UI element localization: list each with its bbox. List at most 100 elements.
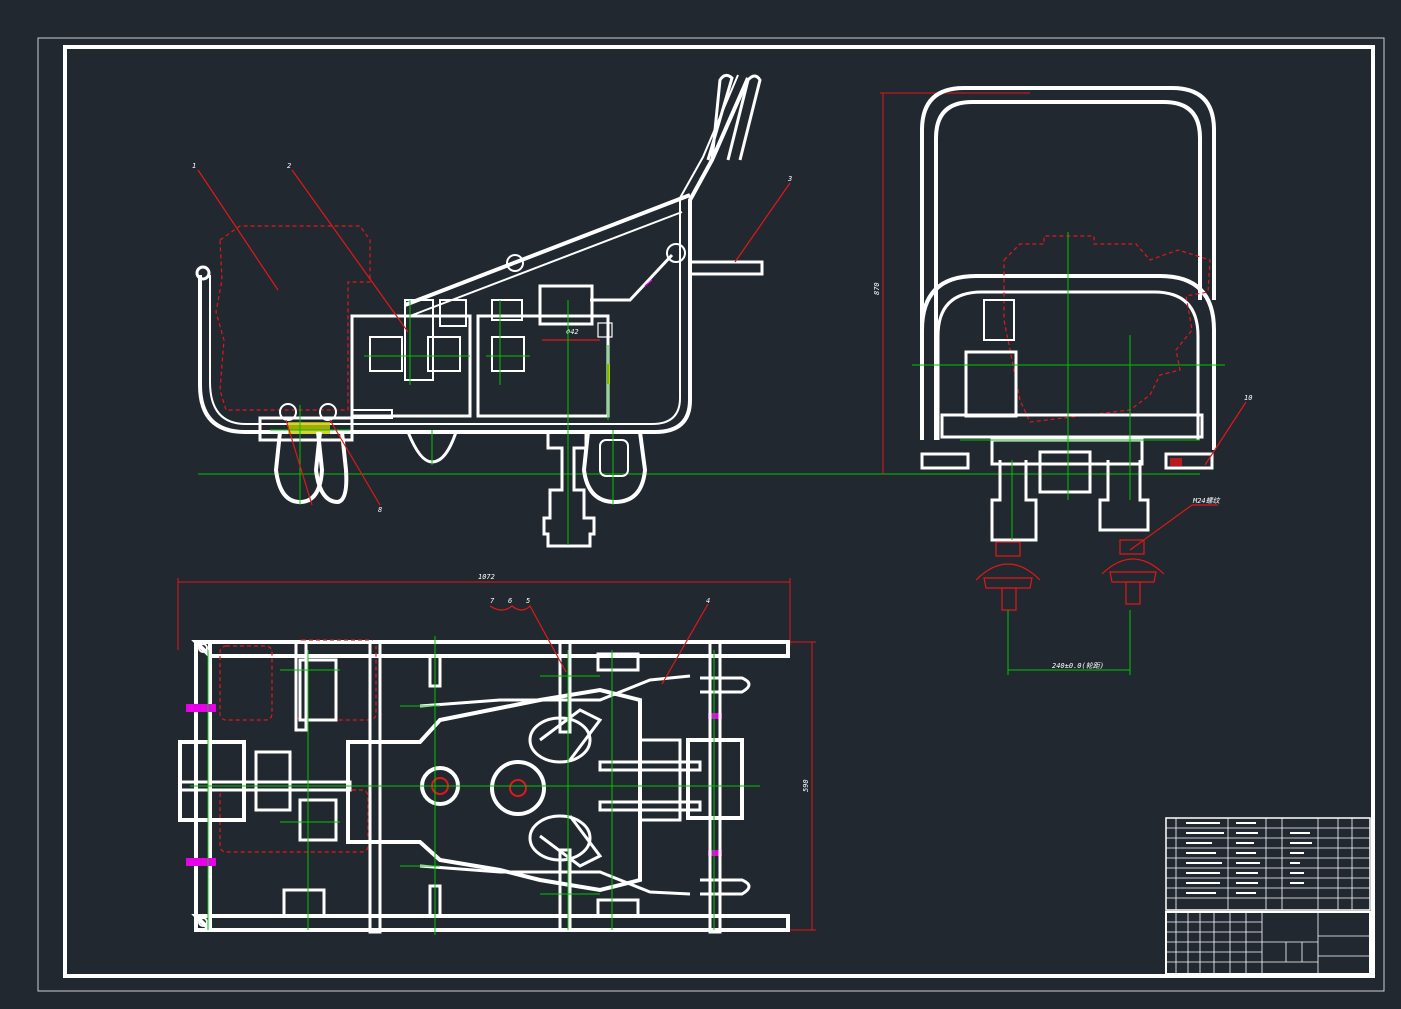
title-block-frame bbox=[1165, 911, 1371, 975]
right-arm-upper bbox=[419, 674, 691, 708]
spray-arm-joint bbox=[666, 243, 686, 263]
outer-border bbox=[37, 37, 1385, 992]
parts-list-frame bbox=[1165, 817, 1371, 911]
title-block bbox=[1165, 817, 1371, 975]
axle-hatch bbox=[288, 422, 330, 434]
leader-765 bbox=[489, 605, 567, 673]
pump-stack bbox=[404, 299, 434, 381]
leader-3 bbox=[734, 182, 791, 263]
side-view: Φ42 bbox=[192, 73, 1200, 548]
upper-hook bbox=[700, 676, 751, 694]
dim-width: 590 bbox=[802, 779, 810, 792]
label-nozzle: M24螺纹 bbox=[1192, 497, 1221, 505]
title-block-grid bbox=[1166, 912, 1370, 974]
label-10: 10 bbox=[1244, 394, 1252, 402]
parts-list-text-marks bbox=[1186, 822, 1312, 894]
leader-2 bbox=[291, 169, 409, 333]
handle-top-2 bbox=[726, 74, 762, 161]
parts-list-rows bbox=[1166, 818, 1370, 910]
bracket-bottom bbox=[282, 888, 326, 918]
leader-nozzle bbox=[1129, 504, 1193, 551]
wheel-bolt-2 bbox=[319, 403, 337, 421]
red-hatch-right bbox=[1170, 458, 1182, 466]
spray-head-left bbox=[975, 541, 1041, 611]
marker-2 bbox=[186, 858, 216, 866]
strut-2 bbox=[368, 640, 382, 934]
strut-4 bbox=[558, 848, 572, 932]
axle-bar bbox=[258, 416, 354, 442]
pump-pulley-right-core bbox=[509, 779, 527, 797]
pump-top-block-2 bbox=[491, 299, 523, 321]
side-frame-tube bbox=[198, 77, 750, 434]
label-6: 6 bbox=[508, 597, 512, 605]
handle-top bbox=[706, 73, 734, 161]
wheel-front-2 bbox=[313, 431, 349, 505]
pump-top-box bbox=[538, 284, 594, 326]
right-wheel-hub bbox=[638, 738, 682, 822]
leader-pink bbox=[644, 279, 653, 287]
label-3: 3 bbox=[787, 175, 792, 183]
leader-10 bbox=[1204, 401, 1247, 466]
rear-handle-stub bbox=[688, 260, 764, 276]
marker-4 bbox=[708, 850, 722, 856]
right-wheel-assembly bbox=[686, 738, 744, 820]
strut-5 bbox=[708, 640, 722, 934]
top-engine-outline bbox=[219, 645, 273, 721]
left-wheel-block-2 bbox=[298, 798, 338, 842]
top-rail-corner-1 bbox=[198, 643, 208, 653]
dim-height: 870 bbox=[873, 282, 881, 295]
top-view-center-lines bbox=[190, 636, 760, 935]
pump-block-mid bbox=[476, 314, 610, 418]
leader-1 bbox=[197, 169, 279, 291]
spray-arm bbox=[590, 253, 674, 302]
dim-track: 240±0.0(轮距) bbox=[1052, 662, 1104, 670]
tag-e bbox=[597, 322, 613, 338]
down-nozzle bbox=[542, 432, 596, 548]
front-view: 870 bbox=[873, 86, 1252, 675]
label-5: 5 bbox=[526, 597, 530, 605]
label-1: 1 bbox=[192, 162, 196, 170]
central-chassis bbox=[346, 687, 642, 893]
wheel-rear bbox=[581, 431, 648, 505]
leader-9 bbox=[285, 419, 313, 506]
top-rail-corner-2 bbox=[198, 917, 208, 927]
top-view: 1072 590 bbox=[177, 573, 816, 935]
pump-pulley-right bbox=[490, 760, 546, 816]
side-frame-tube-inner bbox=[209, 74, 739, 425]
front-handle-outer bbox=[920, 86, 1216, 440]
marker-1 bbox=[186, 704, 216, 712]
lower-hook bbox=[700, 878, 751, 896]
engine-outline bbox=[215, 225, 371, 411]
marker-3 bbox=[708, 713, 722, 719]
front-nozzle-right bbox=[1098, 460, 1150, 532]
front-handle-inner bbox=[934, 100, 1202, 440]
wheel-bolt-1 bbox=[279, 403, 297, 421]
wheel-rear-hub bbox=[599, 439, 629, 477]
right-bar-top bbox=[596, 652, 640, 672]
front-motor-box bbox=[964, 350, 1018, 418]
dim-small: Φ42 bbox=[566, 328, 579, 336]
dim-length: 1072 bbox=[478, 573, 495, 581]
diagonal-brace bbox=[404, 193, 691, 307]
front-center-lines bbox=[912, 232, 1225, 540]
front-right-foot bbox=[1164, 452, 1214, 470]
leader-8 bbox=[329, 419, 381, 506]
leader-4 bbox=[661, 603, 709, 685]
front-top-block bbox=[983, 299, 1015, 341]
front-mid-block bbox=[1038, 450, 1092, 494]
spray-head-right bbox=[1101, 539, 1165, 605]
frame-end-cap bbox=[195, 265, 211, 281]
front-nozzle-left bbox=[990, 460, 1038, 542]
front-left-foot bbox=[920, 452, 970, 470]
top-rail-top bbox=[191, 640, 790, 658]
top-rail-bottom bbox=[191, 914, 790, 932]
label-2: 2 bbox=[287, 162, 291, 170]
inner-frame bbox=[63, 45, 1375, 978]
rear-crossbar-2 bbox=[598, 800, 702, 812]
rear-crossbar bbox=[598, 760, 702, 772]
label-4: 4 bbox=[706, 597, 710, 605]
pump-top-block bbox=[439, 299, 467, 327]
right-arm-lower bbox=[419, 864, 691, 896]
brace-clamp bbox=[506, 254, 524, 272]
left-wheel-block bbox=[298, 658, 338, 722]
